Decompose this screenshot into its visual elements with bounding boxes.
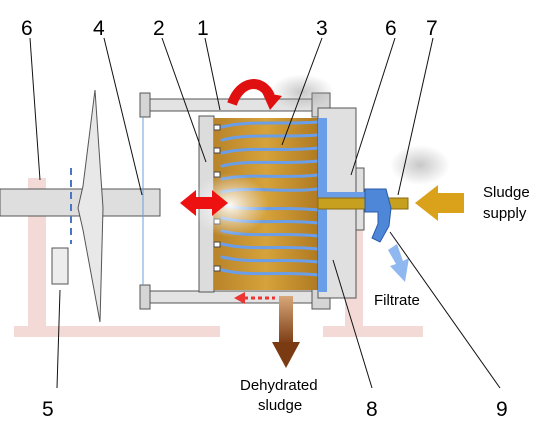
label-2: 2 bbox=[153, 17, 165, 40]
caption-sludge-supply-1: Sludge bbox=[483, 184, 530, 201]
discharge-arrow bbox=[234, 292, 275, 304]
label-8: 8 bbox=[366, 398, 378, 421]
caption-dehydrated-1: Dehydrated bbox=[240, 377, 318, 394]
sensor-box bbox=[51, 247, 69, 285]
feed-pipe bbox=[317, 197, 409, 210]
caption-sludge-supply-2: supply bbox=[483, 205, 527, 222]
rotation-arrow bbox=[227, 79, 282, 110]
label-6-left: 6 bbox=[21, 17, 33, 40]
label-9: 9 bbox=[496, 398, 508, 421]
leader-lines bbox=[29, 37, 501, 389]
dehydrated-sludge-arrow bbox=[272, 296, 300, 368]
center-glow bbox=[192, 173, 268, 237]
press-motion-arrow bbox=[180, 190, 228, 216]
sludge-supply-arrow bbox=[415, 185, 464, 221]
label-5: 5 bbox=[42, 398, 54, 421]
label-6-right: 6 bbox=[385, 17, 397, 40]
label-7: 7 bbox=[426, 17, 438, 40]
label-1: 1 bbox=[197, 17, 209, 40]
caption-dehydrated-2: sludge bbox=[258, 397, 302, 414]
filtrate-outlet bbox=[364, 188, 392, 243]
filtrate-arrow bbox=[388, 244, 409, 282]
cylinder-head bbox=[77, 89, 104, 323]
steam-haze bbox=[390, 145, 450, 185]
caption-filtrate: Filtrate bbox=[374, 292, 420, 309]
label-4: 4 bbox=[93, 17, 105, 40]
label-3: 3 bbox=[316, 17, 328, 40]
